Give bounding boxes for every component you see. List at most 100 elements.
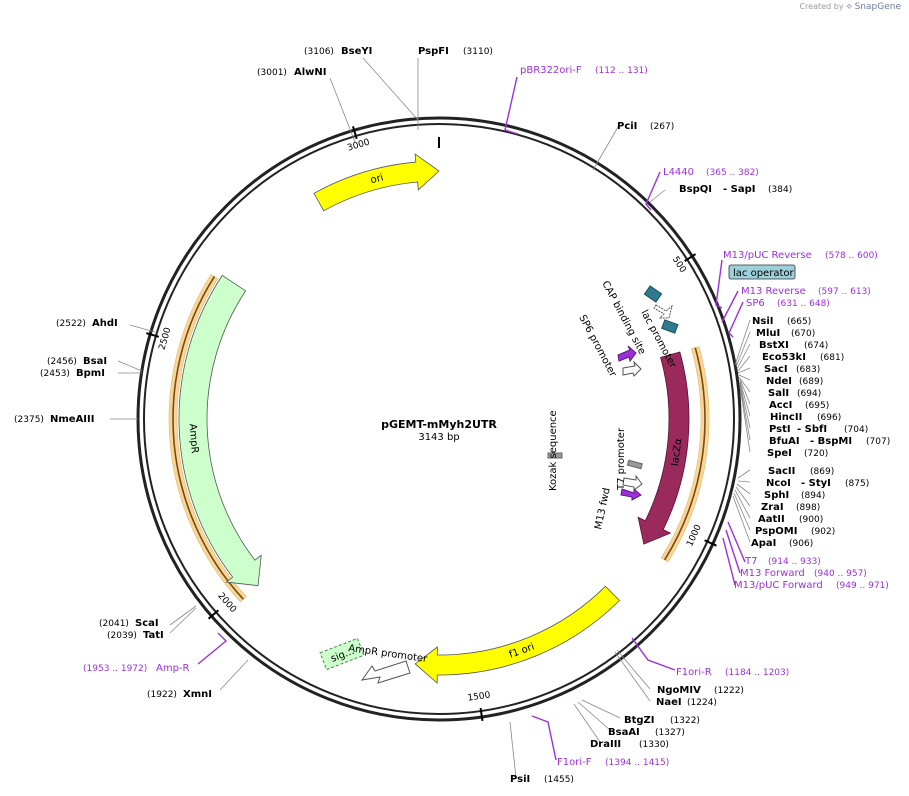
enzyme-pos-acci: (695): [805, 401, 829, 411]
enzyme-bspqi[interactable]: BspQI: [679, 184, 712, 195]
primer-f1ori-r[interactable]: F1ori-R: [676, 667, 712, 678]
backbone-inner: [143, 123, 735, 715]
tick-label: 2500: [158, 326, 174, 351]
enzyme-hincii[interactable]: HincII: [770, 412, 802, 423]
enzyme-pos-ngomiv: (1222): [714, 686, 744, 696]
primer-l4440[interactable]: L4440: [663, 167, 694, 178]
lacz-alpha-arrow[interactable]: [637, 351, 690, 545]
enzyme-nsii[interactable]: NsiI: [752, 316, 773, 327]
snapgene-credit: Created by ⟡ SnapGene: [800, 2, 901, 12]
lacz-alpha-label: lacZα: [670, 437, 685, 467]
enzyme-sbfi[interactable]: - SbfI: [797, 424, 827, 435]
primer-range-m13-reverse: (597 .. 613): [818, 287, 871, 297]
enzyme-pos-aatii: (900): [799, 515, 823, 525]
enzyme-ngomiv[interactable]: NgoMIV: [657, 685, 701, 696]
enzyme-pos-saci: (683): [796, 365, 820, 375]
kozak-sequence-label: Kozak sequence: [548, 410, 559, 491]
primer-m13-forward[interactable]: M13 Forward: [740, 568, 805, 579]
enzyme-aatii[interactable]: AatII: [758, 514, 785, 525]
enzyme-sapi[interactable]: - SapI: [723, 184, 755, 195]
enzyme-pos-psii: (1455): [544, 775, 574, 785]
enzyme-acci[interactable]: AccI: [769, 400, 792, 411]
enzyme-bsaai[interactable]: BsaAI: [608, 727, 640, 738]
primer-f1ori-f[interactable]: F1ori-F: [557, 757, 592, 768]
enzyme-draiii[interactable]: DraIII: [590, 739, 621, 750]
enzyme-mlui[interactable]: MluI: [756, 328, 780, 339]
inner-labels: CAP binding site lac promoter SP6 promot…: [348, 279, 679, 665]
enzyme-pos-zrai: (898): [796, 503, 820, 513]
enzyme-zrai[interactable]: ZraI: [761, 502, 784, 513]
enzyme-nmeaiii[interactable]: NmeAIII: [50, 414, 94, 425]
primer-pbr322ori-f[interactable]: pBR322ori-F: [520, 65, 582, 76]
tick-label: 1000: [685, 523, 704, 548]
enzyme-bpmi[interactable]: BpmI: [76, 368, 105, 379]
enzyme-pos-draiii: (1330): [639, 740, 669, 750]
enzyme-spei[interactable]: SpeI: [767, 448, 792, 459]
enzyme-bsai[interactable]: BsaI: [83, 356, 107, 367]
enzyme-saci[interactable]: SacI: [764, 364, 788, 375]
enzyme-pos-spei: (720): [804, 449, 828, 459]
enzyme-bstxi[interactable]: BstXI: [759, 340, 789, 351]
enzyme-sacii[interactable]: SacII: [768, 466, 795, 477]
enzyme-naei[interactable]: NaeI: [656, 697, 682, 708]
enzyme-bspmi[interactable]: - BspMI: [810, 436, 852, 447]
enzyme-psii[interactable]: PsiI: [510, 774, 530, 785]
primer-sp6[interactable]: SP6: [746, 298, 765, 309]
enzyme-pos-styi: (875): [845, 479, 869, 489]
enzyme-pspomi[interactable]: PspOMI: [755, 526, 797, 537]
enzyme-apai[interactable]: ApaI: [751, 538, 776, 549]
sp6-promoter-arrow: [617, 345, 637, 363]
lac-promoter-arrow: [653, 304, 673, 319]
primer-m13-reverse[interactable]: M13 Reverse: [741, 286, 806, 297]
primer-t7[interactable]: T7: [744, 556, 757, 567]
enzyme-bseyi[interactable]: BseYI: [341, 46, 372, 57]
leader-lines: [110, 57, 751, 779]
enzyme-sphi[interactable]: SphI: [764, 490, 789, 501]
primer-range-m13-puc-forward: (949 .. 971): [836, 581, 889, 591]
enzyme-xmni[interactable]: XmnI: [183, 689, 212, 700]
cap-binding-site-mark: [643, 285, 663, 303]
primer-m13-puc-forward[interactable]: M13/pUC Forward: [734, 580, 823, 591]
primer-marks: [197, 76, 746, 761]
enzyme-styi[interactable]: - StyI: [801, 478, 831, 489]
enzyme-pcii[interactable]: PciI: [617, 121, 637, 132]
enzyme-ahdi[interactable]: AhdI: [92, 318, 118, 329]
enzyme-pos-sacii: (869): [810, 467, 834, 477]
primer-range-m13-forward: (940 .. 957): [814, 569, 867, 579]
enzyme-pos-bpmi: (2453): [40, 369, 70, 379]
enzyme-tati[interactable]: TatI: [143, 630, 164, 641]
enzyme-sali[interactable]: SalI: [768, 388, 789, 399]
enzyme-bfuai[interactable]: BfuAI: [769, 436, 800, 447]
credit-brand: SnapGene: [854, 2, 901, 12]
enzyme-pos-bstxi: (674): [804, 341, 828, 351]
enzyme-btgzi[interactable]: BtgZI: [624, 715, 655, 726]
enzyme-scai[interactable]: ScaI: [135, 618, 159, 629]
primer-amp-r[interactable]: Amp-R: [156, 663, 190, 674]
enzyme-pspfi[interactable]: PspFI: [418, 46, 449, 57]
tick-mark: [352, 126, 358, 140]
enzyme-eco53ki[interactable]: Eco53kI: [762, 352, 806, 363]
lac-operator-badge[interactable]: lac operator: [728, 264, 796, 280]
enzyme-ndei[interactable]: NdeI: [766, 376, 792, 387]
enzyme-pos-pcii: (267): [650, 122, 674, 132]
enzyme-pos-scai: (2041): [99, 619, 129, 629]
primer-m13-puc-reverse[interactable]: M13/pUC Reverse: [723, 250, 812, 261]
f1-ori-arrow[interactable]: [414, 585, 621, 684]
ori-arrow[interactable]: [313, 153, 440, 212]
primer-range-pbr322ori-f: (112 .. 131): [595, 66, 648, 76]
ampr-arrow[interactable]: [178, 274, 262, 587]
enzyme-pos-xmni: (1922): [147, 690, 177, 700]
enzyme-alwni[interactable]: AlwNI: [294, 67, 327, 78]
enzyme-pos-sapi: (384): [768, 185, 792, 195]
t7-promoter-arrow: [622, 474, 643, 491]
enzyme-pos-bsaai: (1327): [655, 728, 685, 738]
enzyme-pos-naei: (1224): [687, 698, 717, 708]
enzyme-pos-bspmi: (707): [866, 437, 890, 447]
m13-fwd-arrow: [620, 487, 642, 501]
tick-mark: [146, 332, 160, 338]
enzyme-psti[interactable]: PstI: [769, 424, 791, 435]
credit-prefix: Created by: [799, 2, 844, 11]
enzyme-ncoi[interactable]: NcoI: [766, 478, 791, 489]
enzyme-pos-tati: (2039): [107, 631, 137, 641]
